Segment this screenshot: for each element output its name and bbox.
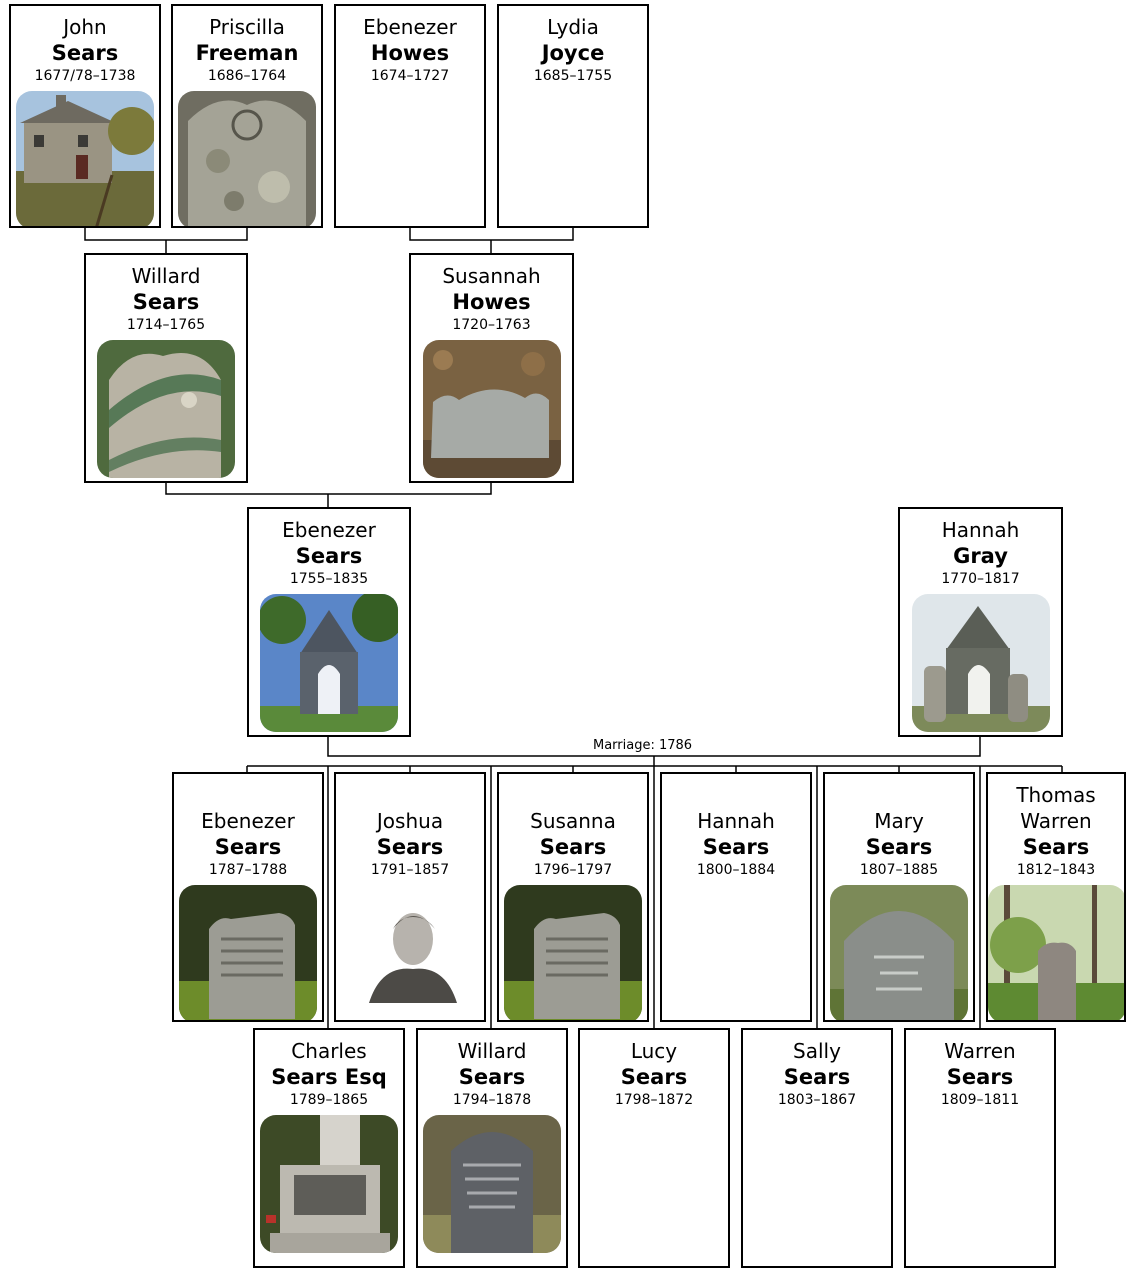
- person-card-priscilla-freeman[interactable]: Priscilla Freeman 1686–1764: [171, 4, 323, 228]
- given-name: Priscilla: [209, 15, 285, 39]
- given-name: Hannah: [697, 809, 775, 833]
- given-name: Willard: [131, 264, 201, 288]
- gravestone-photo: [988, 885, 1124, 1020]
- surname: Sears: [214, 835, 282, 859]
- given-name: Thomas Warren: [1016, 783, 1096, 833]
- person-card-ebenezer-sears[interactable]: Ebenezer Sears 1755–1835: [247, 507, 411, 737]
- person-card-thomas-warren-sears[interactable]: Thomas Warren Sears 1812–1843: [986, 772, 1126, 1022]
- gravestone-photo: [423, 1115, 561, 1253]
- life-dates: 1798–1872: [614, 1092, 694, 1108]
- given-name: Susannah: [442, 264, 541, 288]
- life-dates: 1803–1867: [777, 1092, 857, 1108]
- person-card-sally-sears[interactable]: Sally Sears 1803–1867: [741, 1028, 893, 1268]
- life-dates: 1794–1878: [452, 1092, 532, 1108]
- life-dates: 1674–1727: [370, 68, 450, 84]
- life-dates: 1755–1835: [289, 571, 369, 587]
- given-name: Willard: [457, 1039, 527, 1063]
- life-dates: 1789–1865: [289, 1092, 369, 1108]
- surname: Joyce: [541, 41, 605, 65]
- given-name: Warren: [944, 1039, 1016, 1063]
- surname: Howes: [452, 290, 531, 314]
- surname: Sears: [946, 1065, 1014, 1089]
- gravestone-photo: [830, 885, 968, 1020]
- given-name: Sally: [793, 1039, 841, 1063]
- given-name: Mary: [874, 809, 924, 833]
- person-card-willard-sears-jr[interactable]: Willard Sears 1794–1878: [416, 1028, 568, 1268]
- surname: Sears: [620, 1065, 688, 1089]
- life-dates: 1685–1755: [533, 68, 613, 84]
- surname: Sears: [132, 290, 200, 314]
- person-card-joshua-sears[interactable]: Joshua Sears 1791–1857: [334, 772, 486, 1022]
- gravestone-photo: [504, 885, 642, 1020]
- house-photo: [16, 91, 154, 226]
- surname: Sears: [783, 1065, 851, 1089]
- marriage-label: Marriage: 1786: [590, 738, 696, 754]
- life-dates: 1809–1811: [940, 1092, 1020, 1108]
- person-card-hannah-sears[interactable]: Hannah Sears 1800–1884: [660, 772, 812, 1022]
- life-dates: 1812–1843: [1016, 862, 1096, 878]
- life-dates: 1807–1885: [859, 862, 939, 878]
- given-name: Charles: [291, 1039, 367, 1063]
- life-dates: 1770–1817: [941, 571, 1020, 587]
- person-card-susannah-howes[interactable]: Susannah Howes 1720–1763: [409, 253, 574, 483]
- surname: Sears: [295, 544, 363, 568]
- monument-photo: [260, 1115, 398, 1253]
- given-name: Ebenezer: [363, 15, 457, 39]
- life-dates: 1800–1884: [696, 862, 776, 878]
- surname: Sears Esq: [271, 1065, 387, 1089]
- given-name: Ebenezer: [282, 518, 376, 542]
- portrait-photo: [341, 885, 479, 1020]
- surname: Sears: [539, 835, 607, 859]
- given-name: Hannah: [941, 518, 1020, 542]
- person-card-ebenezer-howes[interactable]: Ebenezer Howes 1674–1727: [334, 4, 486, 228]
- person-card-ebenezer-sears-jr[interactable]: Ebenezer Sears 1787–1788: [172, 772, 324, 1022]
- surname: Sears: [702, 835, 770, 859]
- person-card-susanna-sears[interactable]: Susanna Sears 1796–1797: [497, 772, 649, 1022]
- given-name: Lydia: [547, 15, 599, 39]
- given-name: Joshua: [376, 809, 444, 833]
- life-dates: 1796–1797: [533, 862, 613, 878]
- person-card-john-sears[interactable]: John Sears 1677/78–1738: [9, 4, 161, 228]
- chapel-photo: [911, 594, 1050, 732]
- given-name: John: [63, 15, 107, 39]
- given-name: Susanna: [530, 809, 616, 833]
- surname: Sears: [1022, 835, 1090, 859]
- life-dates: 1714–1765: [126, 317, 206, 333]
- given-name: Lucy: [630, 1039, 678, 1063]
- person-card-lucy-sears[interactable]: Lucy Sears 1798–1872: [578, 1028, 730, 1268]
- gravestone-photo: [422, 340, 561, 478]
- surname: Sears: [458, 1065, 526, 1089]
- life-dates: 1720–1763: [452, 317, 531, 333]
- life-dates: 1686–1764: [207, 68, 287, 84]
- gravestone-photo: [179, 885, 317, 1020]
- person-card-mary-sears[interactable]: Mary Sears 1807–1885: [823, 772, 975, 1022]
- surname: Sears: [865, 835, 933, 859]
- given-name: Ebenezer: [201, 809, 295, 833]
- life-dates: 1677/78–1738: [34, 68, 136, 84]
- life-dates: 1787–1788: [208, 862, 288, 878]
- surname: Sears: [51, 41, 119, 65]
- gravestone-photo: [97, 340, 235, 478]
- life-dates: 1791–1857: [370, 862, 450, 878]
- gravestone-photo: [178, 91, 316, 226]
- person-card-willard-sears-sr[interactable]: Willard Sears 1714–1765: [84, 253, 248, 483]
- surname: Gray: [953, 544, 1008, 568]
- person-card-lydia-joyce[interactable]: Lydia Joyce 1685–1755: [497, 4, 649, 228]
- person-card-hannah-gray[interactable]: Hannah Gray 1770–1817: [898, 507, 1063, 737]
- person-card-warren-sears[interactable]: Warren Sears 1809–1811: [904, 1028, 1056, 1268]
- surname: Sears: [376, 835, 444, 859]
- person-card-charles-sears-esq[interactable]: Charles Sears Esq 1789–1865: [253, 1028, 405, 1268]
- chapel-photo: [260, 594, 398, 732]
- surname: Freeman: [195, 41, 299, 65]
- surname: Howes: [370, 41, 450, 65]
